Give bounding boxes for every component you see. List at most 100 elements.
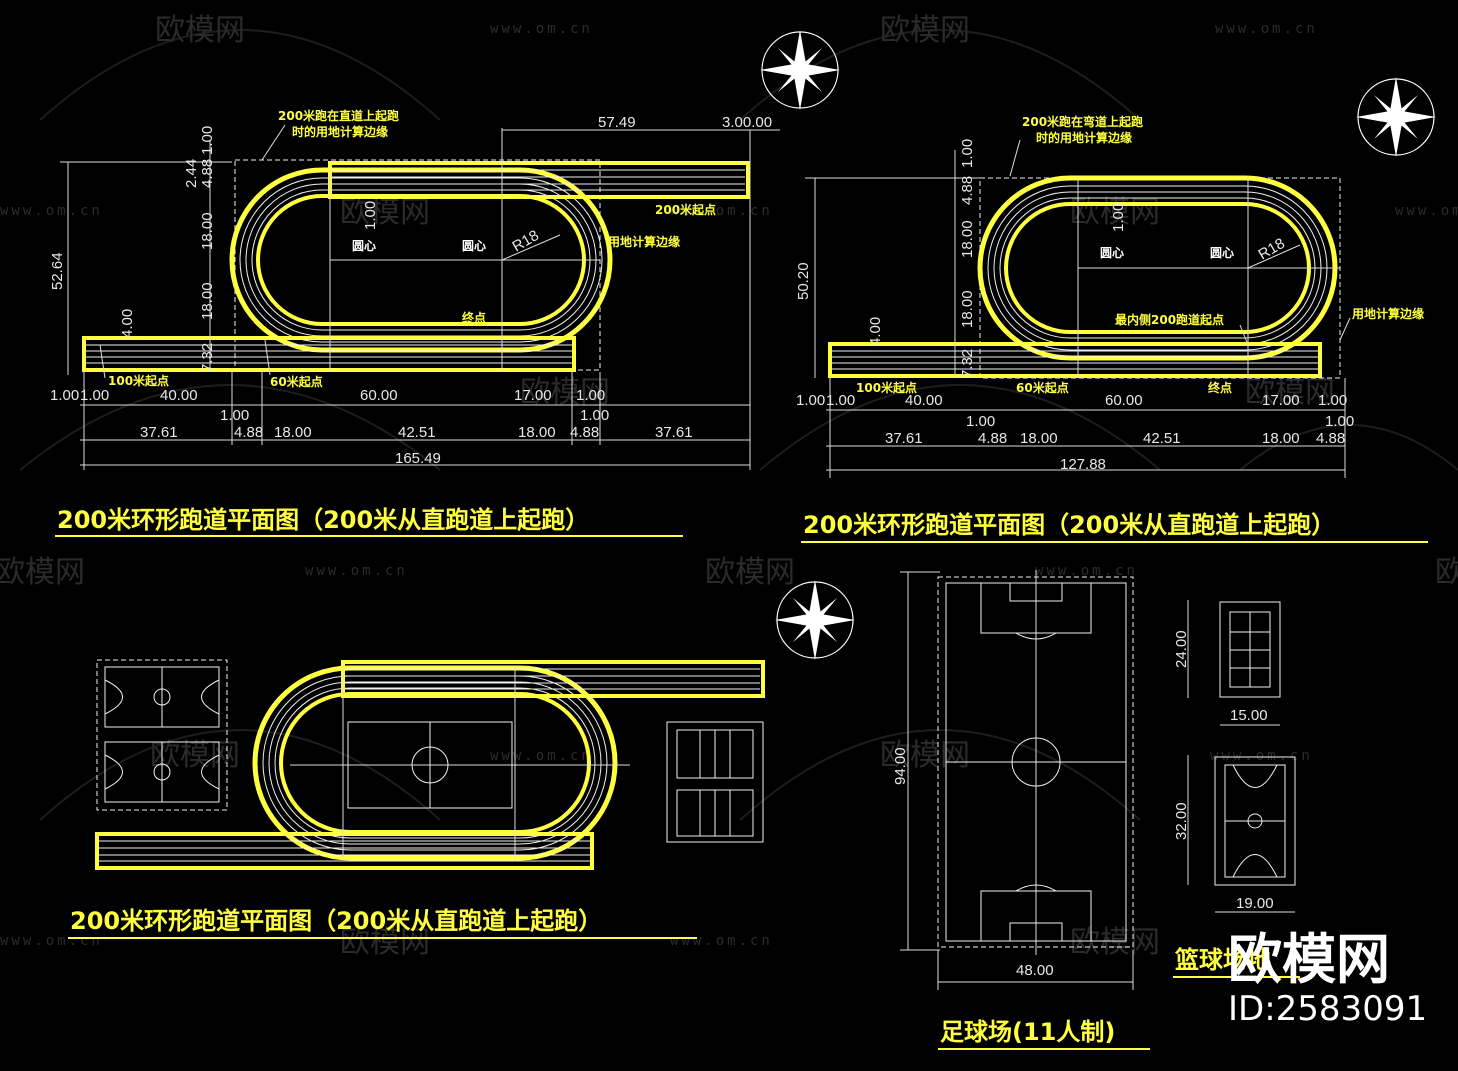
plan-a-title: 200米环形跑道平面图（200米从直跑道上起跑） xyxy=(57,506,589,534)
dim-v1: 2.44 xyxy=(183,159,200,188)
dim-row3-6: 37.61 xyxy=(655,424,693,441)
football-field: 94.00 48.00 足球场(11人制) xyxy=(892,570,1150,1050)
watermark-text: 欧模网 xyxy=(0,555,85,590)
watermark-url: www.om.cn xyxy=(1035,563,1138,579)
plan-c-title: 200米环形跑道平面图（200米从直跑道上起跑） xyxy=(70,907,602,935)
dim-row3-5: 4.88 xyxy=(1316,430,1345,447)
edge-note-2: 时的用地计算边缘 xyxy=(292,124,388,139)
dim-top-end: 3.00.00 xyxy=(722,114,772,131)
start-60-label: 60米起点 xyxy=(1016,380,1069,395)
dim-row3-1: 4.88 xyxy=(234,424,263,441)
watermark-text: 欧模网 xyxy=(1245,375,1335,410)
center-label-left: 圆心 xyxy=(352,239,376,253)
football-length: 94.00 xyxy=(892,747,909,785)
basketball-courts: 24.00 15.00 32.00 19.00 篮球场地 xyxy=(1173,600,1300,978)
dim-row1-1: 1.00 xyxy=(80,387,109,404)
watermark-url: www.om.cn xyxy=(1395,203,1458,219)
watermarks: 欧模网 www.om.cn 欧模网 www.om.cn www.om.cn 欧模… xyxy=(0,13,1458,960)
dim-row3-4: 18.00 xyxy=(518,424,556,441)
finish-label: 终点 xyxy=(1208,380,1232,395)
dim-d: 19.00 xyxy=(1236,895,1274,912)
brand-watermark: 欧模网 ID:2583091 xyxy=(1228,928,1427,1029)
dim-v4: 18.00 xyxy=(199,212,216,250)
edge-note-2: 时的用地计算边缘 xyxy=(1036,130,1132,145)
dim-row1-5: 1.00 xyxy=(1318,392,1347,409)
dim-b: 15.00 xyxy=(1230,707,1268,724)
dim-a: 24.00 xyxy=(1173,630,1190,668)
watermark-url: www.om.cn xyxy=(0,933,103,949)
dim-row1-4: 17.00 xyxy=(1262,392,1300,409)
dim-row1-1: 1.00 xyxy=(826,392,855,409)
dim-top-straight: 57.49 xyxy=(598,114,636,131)
dim-v3: 1.00 xyxy=(199,126,216,155)
plan-b: 200米跑在弯道上起跑 时的用地计算边缘 圆心 圆心 R18 用地计算边缘 最内… xyxy=(795,114,1428,543)
dim-height: 50.20 xyxy=(795,262,812,300)
watermark-text: 欧模网 xyxy=(1070,195,1160,230)
watermark-text: 欧模网 xyxy=(340,195,430,230)
football-title: 足球场(11人制) xyxy=(940,1018,1115,1046)
dim-height: 52.64 xyxy=(49,252,66,290)
court-boundary xyxy=(96,659,228,811)
watermark-text: 欧模网 xyxy=(520,375,610,410)
start-100-label: 100米起点 xyxy=(108,373,169,388)
dim-row3-1: 4.88 xyxy=(978,430,1007,447)
site-edge-label: 用地计算边缘 xyxy=(607,234,680,249)
dim-row1-0: 1.00 xyxy=(50,387,79,404)
dim-total: 127.88 xyxy=(1060,456,1106,473)
dim-center: 1.00 xyxy=(362,201,379,230)
edge-note-1: 200米跑在弯道上起跑 xyxy=(1022,114,1143,129)
dim-row3-4: 18.00 xyxy=(1262,430,1300,447)
basketball-title: 篮球场地 xyxy=(1174,946,1271,974)
dim-row1-3: 60.00 xyxy=(1105,392,1143,409)
watermark-text: 欧模网 xyxy=(705,555,795,590)
dim-v6: 4.00 xyxy=(119,309,136,338)
watermark-url: www.om.cn xyxy=(490,748,593,764)
watermark-text: 欧模网 xyxy=(340,925,430,960)
plan-b-title: 200米环形跑道平面图（200米从直跑道上起跑） xyxy=(803,511,1335,539)
brand-logo: 欧模网 xyxy=(1228,928,1390,991)
dim-row1-3: 60.00 xyxy=(360,387,398,404)
plan-c: 200米环形跑道平面图（200米从直跑道上起跑） xyxy=(68,659,765,939)
football-width: 48.00 xyxy=(1016,962,1054,979)
watermark-url: www.om.cn xyxy=(305,563,408,579)
watermark-text: 欧模网 xyxy=(155,13,245,48)
dim-row2-1: 1.00 xyxy=(580,407,609,424)
start-200-label: 200米起点 xyxy=(655,202,716,217)
dim-row2-0: 1.00 xyxy=(966,413,995,430)
compass-icon xyxy=(775,580,855,660)
edge-note-1: 200米跑在直道上起跑 xyxy=(278,108,399,123)
watermark-url: www.om.cn xyxy=(670,933,773,949)
watermark-text: 欧模网 xyxy=(150,738,240,773)
center-label-right: 圆心 xyxy=(1210,246,1234,260)
start-60-label: 60米起点 xyxy=(270,374,323,389)
dim-c: 32.00 xyxy=(1173,802,1190,840)
bottom-straight xyxy=(828,342,1322,378)
watermark-url: www.om.cn xyxy=(0,203,103,219)
dim-v2: 4.88 xyxy=(199,159,216,188)
site-boundary xyxy=(234,159,601,371)
dim-v2: 1.00 xyxy=(959,139,976,168)
compass-icon xyxy=(1356,77,1436,157)
watermark-url: www.om.cn xyxy=(1210,748,1313,764)
brand-id: ID:2583091 xyxy=(1228,989,1427,1029)
dim-row3-3: 42.51 xyxy=(398,424,436,441)
dim-row3-5: 4.88 xyxy=(570,424,599,441)
start-100-label: 100米起点 xyxy=(856,380,917,395)
watermark-text: 欧模网 xyxy=(1070,925,1160,960)
dim-v1: 4.88 xyxy=(959,176,976,205)
watermark-url: www.om.cn xyxy=(670,203,773,219)
dim-row1-2: 40.00 xyxy=(160,387,198,404)
compass-icon xyxy=(760,30,840,110)
dim-center: 1.00 xyxy=(1110,203,1127,232)
dim-row2-1: 1.00 xyxy=(1325,413,1354,430)
inner-start-label: 最内侧200跑道起点 xyxy=(1115,312,1224,327)
site-edge-label: 用地计算边缘 xyxy=(1351,306,1424,321)
finish-label: 终点 xyxy=(462,310,486,325)
center-label-left: 圆心 xyxy=(1100,246,1124,260)
center-label-right: 圆心 xyxy=(462,239,486,253)
dim-row2-0: 1.00 xyxy=(220,407,249,424)
dim-row3-2: 18.00 xyxy=(274,424,312,441)
plan-a: 200米跑在直道上起跑 时的用地计算边缘 圆心 圆心 R18 用地计算边缘 终点… xyxy=(49,108,780,537)
lane-line xyxy=(239,177,603,343)
